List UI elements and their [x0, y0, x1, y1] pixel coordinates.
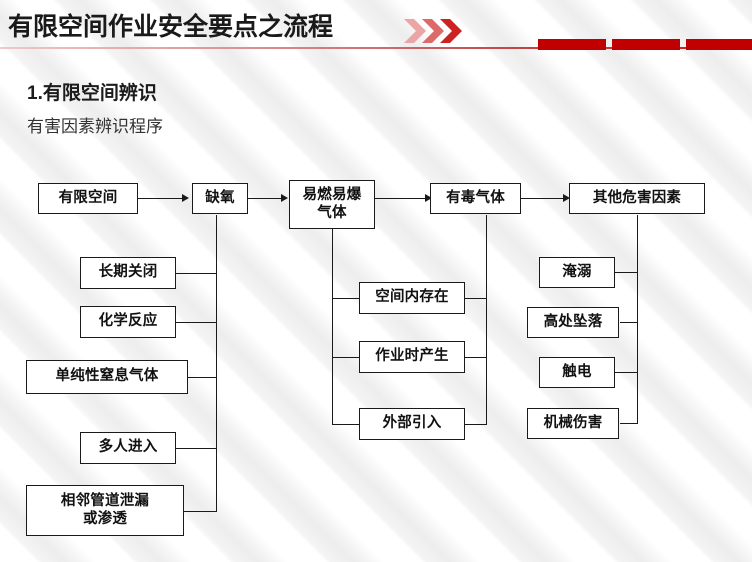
header-divider: [0, 47, 752, 49]
connector-flammable-to-toxic: [375, 198, 427, 200]
node-confined-space-label: 有限空间: [58, 189, 118, 206]
arrowhead-confined-to-oxygen: [182, 194, 189, 202]
branch-to-drowning: [615, 272, 638, 274]
spine-other-hazards-branch: [637, 215, 639, 424]
node-adjacent-pipeline-leak-label: 相邻管道泄漏或渗透: [60, 492, 150, 527]
branch-to-mechanical-injury: [620, 423, 638, 425]
node-other-hazard-factors-label: 其他危害因素: [592, 189, 682, 206]
node-introduced-externally[interactable]: 外部引入: [359, 408, 465, 440]
node-long-term-closure-label: 长期关闭: [98, 264, 158, 281]
node-chemical-reaction-label: 化学反应: [98, 313, 158, 330]
arrowhead-oxygen-to-flammable: [281, 194, 288, 202]
branch-flammable-to-exists-in-space: [332, 298, 359, 300]
spine-flammable-branch: [332, 229, 334, 425]
node-simple-asphyxiant-gas[interactable]: 单纯性窒息气体: [26, 360, 188, 394]
node-fall-from-height-label: 高处坠落: [543, 313, 603, 330]
branch-flammable-to-introduced-externally: [332, 424, 359, 426]
connector-oxygen-to-flammable: [248, 198, 283, 200]
node-oxygen-deficiency[interactable]: 缺氧: [192, 183, 248, 214]
page-title: 有限空间作业安全要点之流程: [8, 13, 334, 41]
header-accent-block-3: [686, 39, 752, 50]
branch-to-simple-asphyxiant-gas: [188, 377, 217, 379]
node-electric-shock-label: 触电: [562, 363, 592, 380]
node-multiple-people-entry[interactable]: 多人进入: [80, 432, 176, 464]
connector-toxic-to-other: [521, 198, 565, 200]
node-generated-during-work[interactable]: 作业时产生: [359, 341, 465, 373]
node-toxic-gas[interactable]: 有毒气体: [430, 183, 521, 214]
node-adjacent-pipeline-leak[interactable]: 相邻管道泄漏或渗透: [26, 485, 184, 536]
node-drowning-label: 淹溺: [562, 263, 592, 280]
node-chemical-reaction[interactable]: 化学反应: [80, 306, 176, 338]
node-other-hazard-factors[interactable]: 其他危害因素: [569, 183, 705, 214]
branch-flammable-to-generated-during-work: [332, 357, 359, 359]
header-accent-block-1: [538, 39, 606, 50]
node-mechanical-injury-label: 机械伤害: [543, 414, 603, 431]
arrowhead-flammable-to-toxic: [425, 194, 432, 202]
branch-to-chemical-reaction: [176, 322, 217, 324]
branch-to-electric-shock: [615, 372, 638, 374]
branch-toxic-to-introduced-externally: [465, 424, 487, 426]
node-flammable-explosive-gas[interactable]: 易燃易爆气体: [289, 180, 375, 229]
branch-to-adjacent-pipeline-leak: [184, 511, 217, 513]
connector-confined-to-oxygen: [138, 198, 184, 200]
spine-toxic-branch: [486, 215, 488, 425]
branch-to-multiple-people-entry: [176, 448, 217, 450]
node-simple-asphyxiant-gas-label: 单纯性窒息气体: [55, 368, 159, 385]
node-flammable-explosive-gas-label: 易燃易爆气体: [302, 186, 362, 221]
header-accent-block-2: [612, 39, 680, 50]
branch-to-long-term-closure: [176, 273, 217, 275]
node-oxygen-deficiency-label: 缺氧: [205, 189, 235, 206]
node-drowning[interactable]: 淹溺: [539, 257, 615, 288]
branch-toxic-to-generated-during-work: [465, 357, 487, 359]
node-introduced-externally-label: 外部引入: [382, 415, 442, 432]
node-exists-in-space[interactable]: 空间内存在: [359, 282, 465, 314]
section-subtitle: 有害因素辨识程序: [27, 117, 163, 136]
node-toxic-gas-label: 有毒气体: [446, 189, 505, 206]
node-mechanical-injury[interactable]: 机械伤害: [527, 408, 619, 439]
node-long-term-closure[interactable]: 长期关闭: [80, 257, 176, 289]
node-multiple-people-entry-label: 多人进入: [98, 439, 158, 456]
slide-header: 有限空间作业安全要点之流程: [0, 0, 752, 56]
branch-toxic-to-exists-in-space: [465, 298, 487, 300]
node-generated-during-work-label: 作业时产生: [375, 348, 449, 365]
double-chevron-right-icon: [404, 17, 468, 45]
section-heading: 1.有限空间辨识: [27, 83, 157, 104]
arrowhead-toxic-to-other: [563, 194, 570, 202]
node-exists-in-space-label: 空间内存在: [375, 289, 449, 306]
branch-to-fall-from-height: [620, 322, 638, 324]
node-electric-shock[interactable]: 触电: [539, 357, 615, 388]
node-confined-space[interactable]: 有限空间: [38, 183, 138, 214]
node-fall-from-height[interactable]: 高处坠落: [527, 307, 619, 338]
spine-oxygen-branch: [216, 215, 218, 512]
